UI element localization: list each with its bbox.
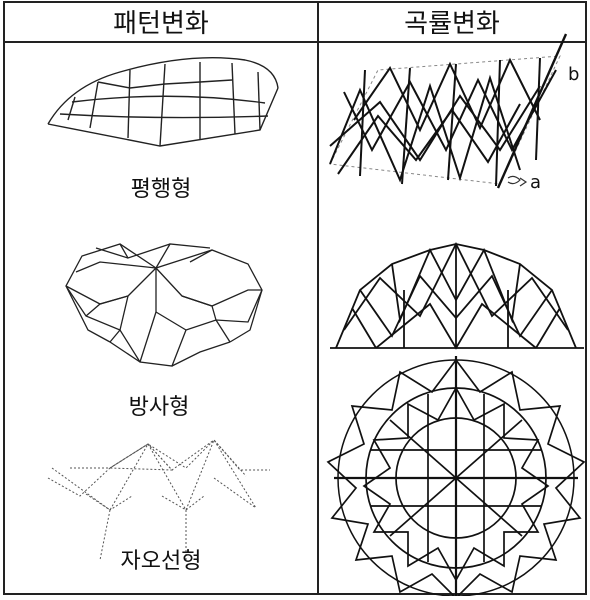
- curvature-circle-diagram: [326, 356, 586, 600]
- curvature-arrow-icon: [507, 175, 528, 187]
- label-parallel: 평행형: [131, 177, 192, 202]
- label-meridian: 자오선형: [121, 549, 202, 574]
- label-radial: 방사형: [129, 395, 190, 420]
- meridian-pattern-diagram: [47, 438, 270, 561]
- annotation-b: b: [568, 64, 579, 85]
- annotation-a: a: [530, 172, 541, 193]
- table-border: [3, 1, 587, 595]
- header-pattern-change: 패턴변화: [113, 9, 209, 39]
- curvature-dome-diagram: [330, 241, 584, 350]
- radial-pattern-diagram: [65, 243, 263, 367]
- curvature-lattice-diagram: [329, 33, 568, 189]
- header-curvature-change: 곡률변화: [404, 9, 500, 39]
- parallel-pattern-diagram: [47, 57, 279, 147]
